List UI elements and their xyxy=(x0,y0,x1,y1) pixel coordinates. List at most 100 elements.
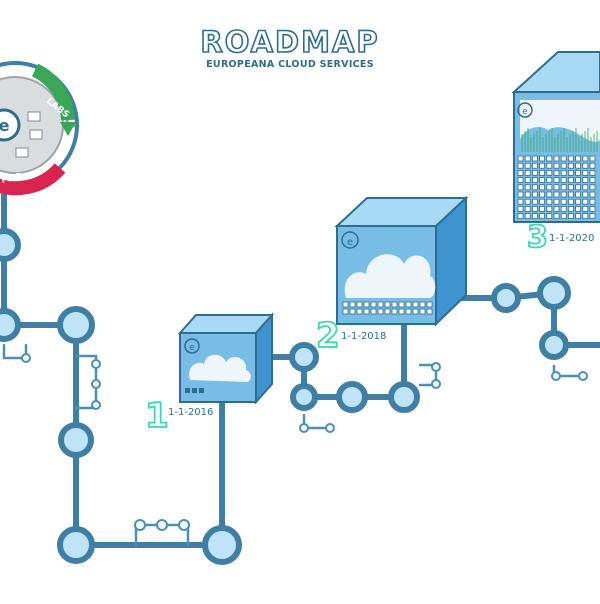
cube-panel-square xyxy=(568,191,574,198)
cube-panel-square xyxy=(553,205,560,212)
cube-panel-square xyxy=(568,205,574,212)
cube-panel-square xyxy=(391,301,398,308)
milestone-date-1: 1-1-2016 xyxy=(168,407,213,418)
cube-panel-square xyxy=(560,169,567,176)
milestone-number-2: 2 xyxy=(316,316,340,356)
cube-panel-square xyxy=(524,191,531,198)
cube-panel-square xyxy=(532,191,538,198)
cube-panel-square xyxy=(377,301,384,308)
milestone-cube-1: e xyxy=(177,312,275,405)
cube-panel-square xyxy=(589,169,596,176)
cube-panel-square xyxy=(553,213,560,220)
cube-panel-square xyxy=(575,169,581,176)
cube-panel-square xyxy=(524,155,531,162)
cube-panel-square xyxy=(363,308,370,315)
cube-panel-square xyxy=(370,308,377,315)
cube-panel-square xyxy=(575,162,581,169)
cube-panel-square xyxy=(342,301,349,308)
cube-panel-square xyxy=(553,191,560,198)
cube-panel-square xyxy=(546,177,553,184)
cube-panel-square xyxy=(524,213,531,220)
cube-panel-square xyxy=(560,205,567,212)
cube-panel-square xyxy=(539,213,545,220)
cube-panel-square xyxy=(560,213,567,220)
cube-panel-square xyxy=(524,198,531,205)
cube-panel-square xyxy=(524,205,531,212)
svg-text:e: e xyxy=(189,343,195,353)
cube-panel-square xyxy=(553,155,560,162)
cube-panel-square xyxy=(560,155,567,162)
cube-panel-square xyxy=(553,162,560,169)
cube-panel-square xyxy=(398,301,405,308)
cube-panel-square xyxy=(412,308,419,315)
cube-panel-square xyxy=(575,213,581,220)
europeana-logo: e LABS PRO xyxy=(0,61,79,196)
cube-panel-square xyxy=(568,177,574,184)
cube-panel-square xyxy=(532,155,538,162)
cube-panel-square xyxy=(546,184,553,191)
cube-panel-square xyxy=(568,198,574,205)
cube-panel-square xyxy=(419,301,426,308)
svg-text:e: e xyxy=(522,107,528,117)
cube-panel-square xyxy=(539,155,545,162)
milestone-date-3: 1-1-2020 xyxy=(549,233,594,244)
cube-panel-square xyxy=(532,177,538,184)
cube-panel-square xyxy=(568,162,574,169)
cube-panel-square xyxy=(524,177,531,184)
cube-panel-square xyxy=(582,162,589,169)
cube-panel-square xyxy=(391,308,398,315)
cube-panel-square xyxy=(575,205,581,212)
cube-panel-square xyxy=(419,308,426,315)
cube-panel-square xyxy=(517,191,524,198)
cube-panel-square xyxy=(349,301,356,308)
cube-panel-square xyxy=(532,184,538,191)
cube-panel-square xyxy=(582,205,589,212)
cube-panel-square xyxy=(546,205,553,212)
cube-panel-square xyxy=(412,301,419,308)
cube-panel-square xyxy=(560,198,567,205)
cube-panel-square xyxy=(553,169,560,176)
cube-panel-square xyxy=(575,155,581,162)
svg-text:e: e xyxy=(347,237,353,248)
cube-panel-square xyxy=(582,198,589,205)
cube-panel-square xyxy=(582,169,589,176)
cube-panel-square xyxy=(589,184,596,191)
cube-panel-square xyxy=(546,162,553,169)
cube-panel-square xyxy=(384,308,391,315)
cube-panel-square xyxy=(589,162,596,169)
cube-panel-square xyxy=(575,177,581,184)
cube-panel-square xyxy=(582,177,589,184)
milestone-label-3: 3 1-1-2020 xyxy=(526,219,594,256)
track-nodes xyxy=(0,228,571,565)
logo-pro-label: PRO xyxy=(1,172,24,186)
cube-panel-square xyxy=(363,301,370,308)
cube-panel-square xyxy=(582,184,589,191)
cube-panel-square xyxy=(517,198,524,205)
milestone-date-2: 1-1-2018 xyxy=(341,331,386,342)
milestone-number-3: 3 xyxy=(527,220,548,255)
milestone-cube-3: e xyxy=(511,51,600,223)
cube-panel-square xyxy=(426,301,433,308)
cube-panel-square xyxy=(517,177,524,184)
cube-panel-square xyxy=(560,191,567,198)
cube-panel-square xyxy=(539,191,545,198)
cube-panel-square xyxy=(539,169,545,176)
cube-panel-square xyxy=(532,213,538,220)
cube-panel-square xyxy=(568,169,574,176)
cube-panel-square xyxy=(546,191,553,198)
cube-panel-square xyxy=(398,308,405,315)
cube-panel-square xyxy=(370,301,377,308)
cube-panel-square xyxy=(560,184,567,191)
cube-panel-square xyxy=(589,191,596,198)
cube-panel-square xyxy=(539,184,545,191)
cube-panel-square xyxy=(517,213,524,220)
cube-panel-square xyxy=(517,184,524,191)
roadmap-title-block: ROADMAP EUROPEANA CLOUD SERVICES xyxy=(190,27,390,70)
milestone-number-1: 1 xyxy=(145,396,169,436)
branch-nodes xyxy=(21,353,588,531)
cube-panel-square xyxy=(560,177,567,184)
cube-panel-square xyxy=(568,155,574,162)
cube-panel-square xyxy=(342,308,349,315)
cube-panel-square xyxy=(560,162,567,169)
